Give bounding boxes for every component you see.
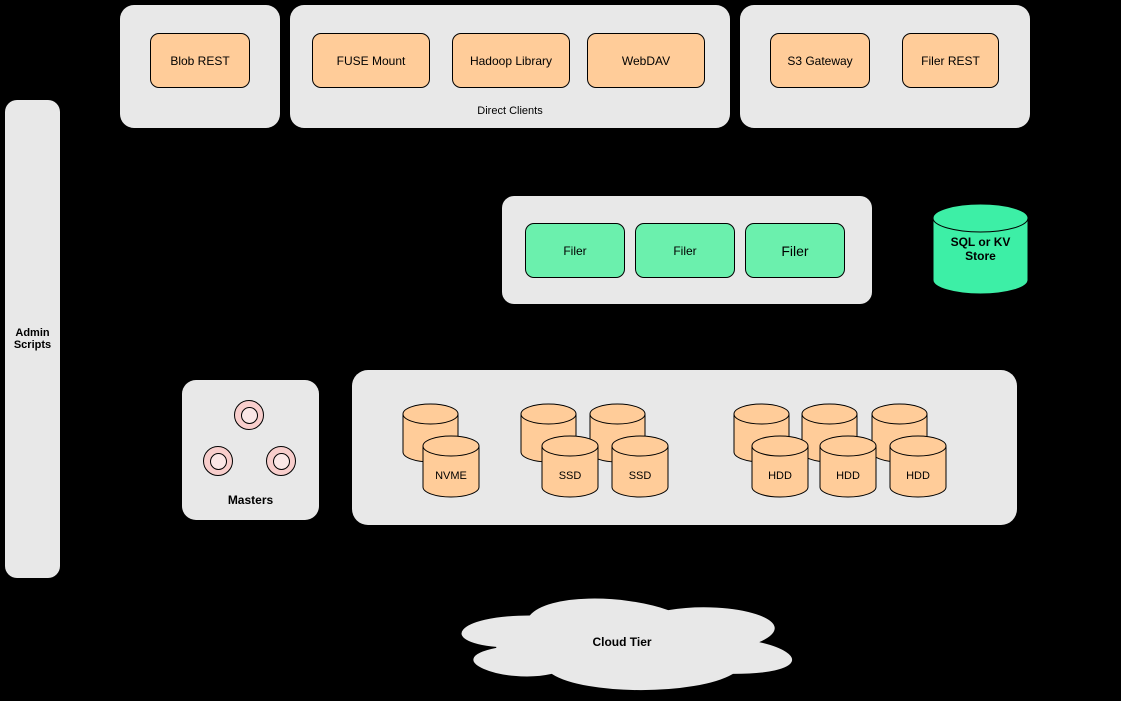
hadoop-library-label: Hadoop Library — [469, 53, 553, 68]
hdd-label-2: HDD — [836, 470, 860, 482]
s3-gateway-node: S3 Gateway — [770, 33, 870, 88]
filer-node-3: Filer — [745, 223, 845, 278]
direct-clients-group-label: Direct Clients — [477, 105, 543, 117]
filer-group: Filer Filer Filer — [502, 196, 872, 304]
master-node-1 — [234, 400, 264, 430]
filer-rest-node: Filer REST — [902, 33, 999, 88]
gateways-group: S3 Gateway Filer REST — [740, 5, 1030, 128]
ssd-cylinder-front-1: SSD — [541, 435, 599, 498]
master-node-2-core — [209, 452, 227, 470]
webdav-label: WebDAV — [621, 53, 671, 68]
ssd-cylinder-back-1 — [520, 403, 577, 463]
ssd-label-2: SSD — [628, 470, 652, 482]
hdd-cylinder-front-3: HDD — [889, 435, 947, 498]
blob-rest-group: Blob REST — [120, 5, 280, 128]
sql-kv-store-label: SQL or KV Store — [950, 235, 1011, 263]
webdav-node: WebDAV — [587, 33, 705, 88]
fuse-mount-label: FUSE Mount — [336, 53, 406, 68]
master-node-3 — [266, 446, 296, 476]
masters-group: Masters — [182, 380, 319, 520]
master-node-3-core — [272, 452, 290, 470]
admin-scripts-panel: Admin Scripts — [5, 100, 60, 578]
s3-gateway-label: S3 Gateway — [787, 53, 853, 68]
hdd-label-3: HDD — [906, 470, 930, 482]
hdd-cylinder-front-1: HDD — [751, 435, 809, 498]
nvme-cylinder-front: NVME — [422, 435, 480, 498]
master-node-1-core — [240, 406, 258, 424]
filer-rest-label: Filer REST — [921, 53, 980, 68]
cloud-icon — [460, 597, 793, 692]
hdd-cylinder-front-2: HDD — [819, 435, 877, 498]
masters-label: Masters — [227, 493, 274, 507]
direct-clients-group: FUSE Mount Hadoop Library WebDAV Direct … — [290, 5, 730, 128]
filer-node-2-label: Filer — [673, 243, 697, 258]
ssd-label-1: SSD — [558, 470, 582, 482]
filer-node-3-label: Filer — [781, 242, 809, 259]
filer-node-1: Filer — [525, 223, 625, 278]
admin-scripts-label: Admin Scripts — [13, 327, 52, 351]
blob-rest-label: Blob REST — [170, 53, 230, 68]
fuse-mount-node: FUSE Mount — [312, 33, 430, 88]
ssd-cylinder-front-2: SSD — [611, 435, 669, 498]
nvme-label: NVME — [435, 470, 467, 482]
hadoop-library-node: Hadoop Library — [452, 33, 570, 88]
cloud-tier-shape: Cloud Tier — [437, 588, 807, 696]
volume-servers-group: NVME SSD SSD HDD HDD HDD — [352, 370, 1017, 525]
filer-node-2: Filer — [635, 223, 735, 278]
hdd-label-1: HDD — [768, 470, 792, 482]
filer-node-1-label: Filer — [563, 243, 587, 258]
cloud-tier-label: Cloud Tier — [592, 635, 652, 649]
blob-rest-node: Blob REST — [150, 33, 250, 88]
master-node-2 — [203, 446, 233, 476]
sql-kv-store-cylinder: SQL or KV Store — [932, 203, 1029, 295]
